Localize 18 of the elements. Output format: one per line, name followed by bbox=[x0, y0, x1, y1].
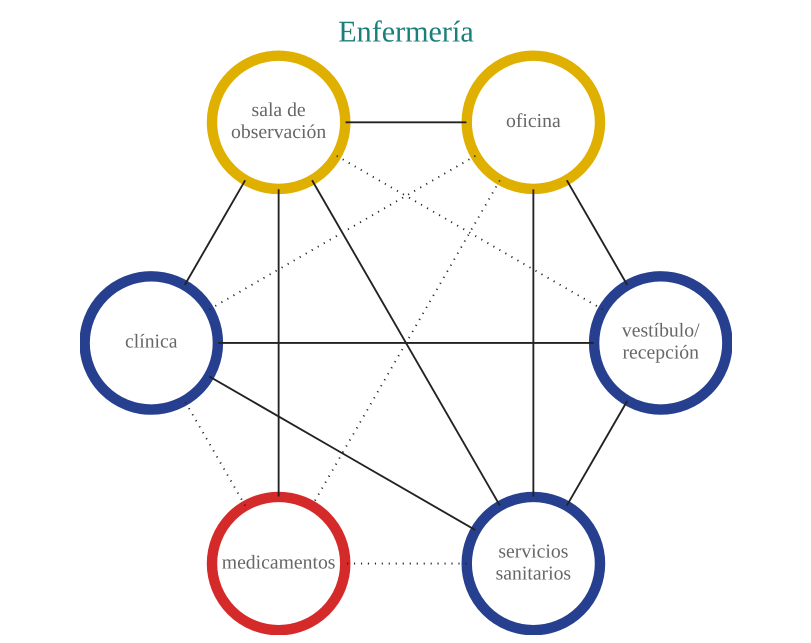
connector bbox=[183, 400, 246, 506]
node-circle: medicamentos bbox=[206, 492, 350, 635]
diagram-title: Enfermería bbox=[338, 14, 474, 49]
node-circle: oficina bbox=[461, 50, 605, 194]
connector bbox=[277, 189, 280, 497]
connector bbox=[566, 400, 628, 506]
connector bbox=[218, 342, 594, 344]
connector bbox=[336, 155, 603, 310]
connector bbox=[183, 180, 246, 286]
connector bbox=[208, 376, 476, 531]
node-circle: vestíbulo/ recepción bbox=[588, 271, 732, 415]
connector bbox=[532, 189, 534, 497]
connector bbox=[345, 121, 466, 124]
node-circle: sala de observación bbox=[206, 50, 350, 194]
connector bbox=[208, 155, 476, 310]
node-circle: clínica bbox=[80, 271, 223, 415]
node-circle: servicios sanitarios bbox=[461, 492, 605, 635]
connector bbox=[566, 180, 628, 286]
